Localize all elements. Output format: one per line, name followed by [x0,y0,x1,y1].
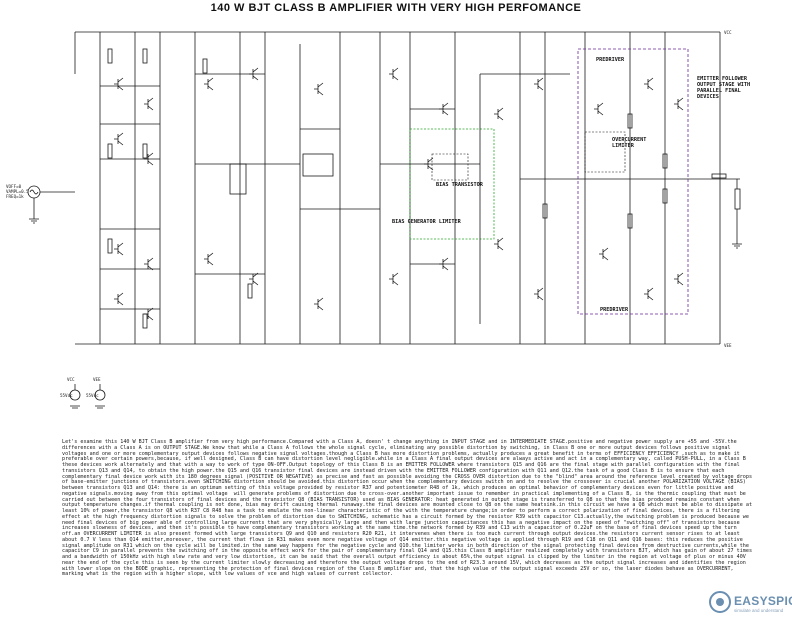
transistor-symbol [674,97,684,111]
power-supplies: VCC VEE 55Vdc 55Vdc VCC VEE [60,30,732,409]
predriver-top-label: PREDRIVER [596,57,625,63]
transistor-symbol [249,272,259,286]
transistor-symbol [439,257,449,271]
watermark-icon [709,591,731,613]
watermark-logo: EASYSPICE simulate and understand [708,588,792,618]
schematic-title: 140 W BJT CLASS B AMPLIFIER WITH VERY HI… [210,2,582,14]
vee-value: 55Vdc [86,393,99,398]
bias-transistor-label: BIAS TRANSISTOR [436,182,484,188]
transistor-symbol [494,237,504,251]
transistor-symbol [534,287,544,301]
transistor-symbol [389,67,399,81]
transistor-symbol [439,102,449,116]
vcc-rail-label: VCC [724,30,732,35]
source-voff: VOFF=0 [6,184,22,189]
vcc-value: 55Vdc [60,393,73,398]
transistor-symbol [114,77,124,91]
bias-generator-box [409,128,495,240]
vee-rail-label: VEE [724,343,732,348]
transistor-symbols [114,67,684,321]
transistor-symbol [204,77,214,91]
transistor-symbol [144,152,154,166]
predriver-box [577,48,689,315]
input-stage [99,32,161,344]
transistor-symbol [424,157,434,171]
transistor-symbol [389,272,399,286]
load [732,179,742,249]
bias-transistor-box [431,153,469,181]
output-stage [479,32,740,344]
source-vampl: VAMPL=0.5 [6,189,29,194]
source-freq: FREQ=1k [6,194,24,199]
transistor-symbol [314,82,324,96]
transistor-symbol [599,247,609,261]
transistor-symbol [314,297,324,311]
transistor-symbol [644,77,654,91]
transistor-symbol [114,242,124,256]
transistor-symbol [249,67,259,81]
transistor-symbol [114,132,124,146]
vee-source-label: VEE [93,377,101,382]
predriver-bottom-label: PREDRIVER [600,307,629,313]
transistor-symbol [144,97,154,111]
transistor-symbol [674,272,684,286]
transistor-symbol [204,252,214,266]
circuit-description: Let's examine this 140 W BJT Class B amp… [62,439,756,578]
transistor-symbol [594,102,604,116]
transistor-symbol [534,77,544,91]
transistor-symbol [144,307,154,321]
transistor-symbol [494,107,504,121]
input-source: VOFF=0 VAMPL=0.5 FREQ=1k [6,184,75,224]
vcc-source-label: VCC [67,377,75,382]
intermediate-stage [194,32,380,344]
transistor-symbol [144,257,154,271]
transistor-symbol [114,292,124,306]
transistor-symbol [644,287,654,301]
circuit-schematic: VOFF=0 VAMPL=0.5 FREQ=1k VCC VEE 55Vdc 5… [6,30,750,409]
overcurrent-box [584,131,626,173]
bias-section [379,32,495,344]
bias-generator-label: BIAS GENERATOR LIMITER [392,219,462,225]
